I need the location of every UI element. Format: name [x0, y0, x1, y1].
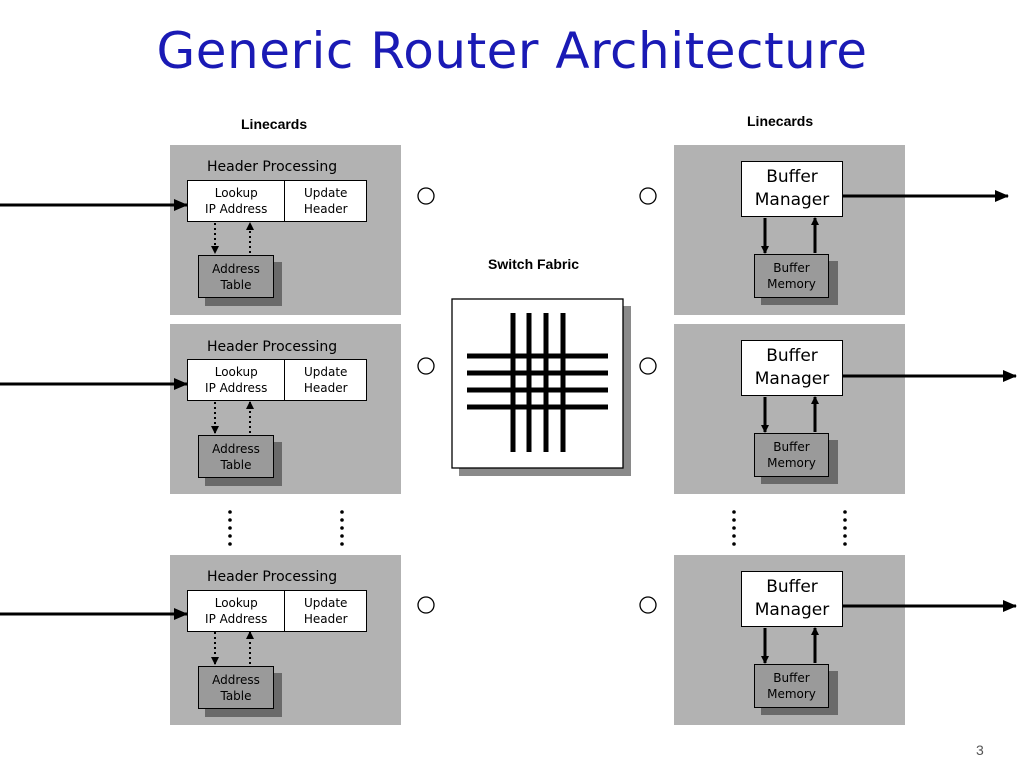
buffer-memory-box: Buffer Memory	[754, 664, 829, 708]
slide-title: Generic Router Architecture	[156, 22, 868, 80]
update-header-cell: Update Header	[284, 360, 366, 400]
lookup-update-box: Lookup IP Address Update Header	[187, 180, 367, 222]
address-table-box: Address Table	[198, 255, 274, 298]
update-header-cell: Update Header	[284, 181, 366, 221]
header-processing-label: Header Processing	[207, 159, 338, 175]
left-linecard-2: Header Processing Lookup IP Address Upda…	[170, 324, 401, 494]
port-circles	[417, 187, 657, 614]
manager-memory-arrows-1	[761, 217, 819, 254]
lookup-table-arrows-3	[211, 631, 254, 665]
lookup-update-box: Lookup IP Address Update Header	[187, 359, 367, 401]
header-processing-label: Header Processing	[207, 569, 338, 585]
header-processing-label: Header Processing	[207, 339, 338, 355]
right-linecard-2: Buffer Manager Buffer Memory	[674, 324, 905, 494]
lookup-ip-address-cell: Lookup IP Address	[205, 365, 268, 395]
page-number: 3	[976, 742, 984, 758]
buffer-manager-box: Buffer Manager	[741, 340, 843, 396]
switch-fabric-label: Switch Fabric	[488, 256, 580, 272]
right-linecard-3: Buffer Manager Buffer Memory	[674, 555, 905, 725]
left-linecard-3: Header Processing Lookup IP Address Upda…	[170, 555, 401, 725]
address-table-box: Address Table	[198, 666, 274, 709]
address-table-box: Address Table	[198, 435, 274, 478]
buffer-manager-box: Buffer Manager	[741, 571, 843, 627]
buffer-manager-box: Buffer Manager	[741, 161, 843, 217]
update-header-cell: Update Header	[284, 591, 366, 631]
buffer-memory-box: Buffer Memory	[754, 254, 829, 298]
right-linecards-label: Linecards	[747, 113, 814, 129]
manager-memory-arrows-3	[761, 627, 819, 664]
right-linecard-1: Buffer Manager Buffer Memory	[674, 145, 905, 315]
lookup-table-arrows-2	[211, 401, 254, 434]
ellipsis-dots	[228, 510, 847, 546]
lookup-update-box: Lookup IP Address Update Header	[187, 590, 367, 632]
left-linecard-1: Header Processing Lookup IP Address Upda…	[170, 145, 401, 315]
switch-fabric-crossbar	[451, 298, 631, 476]
left-linecards-label: Linecards	[241, 116, 308, 132]
lookup-ip-address-cell: Lookup IP Address	[205, 596, 268, 626]
lookup-table-arrows-1	[211, 222, 254, 254]
lookup-ip-address-cell: Lookup IP Address	[205, 186, 268, 216]
buffer-memory-box: Buffer Memory	[754, 433, 829, 477]
manager-memory-arrows-2	[761, 396, 819, 433]
